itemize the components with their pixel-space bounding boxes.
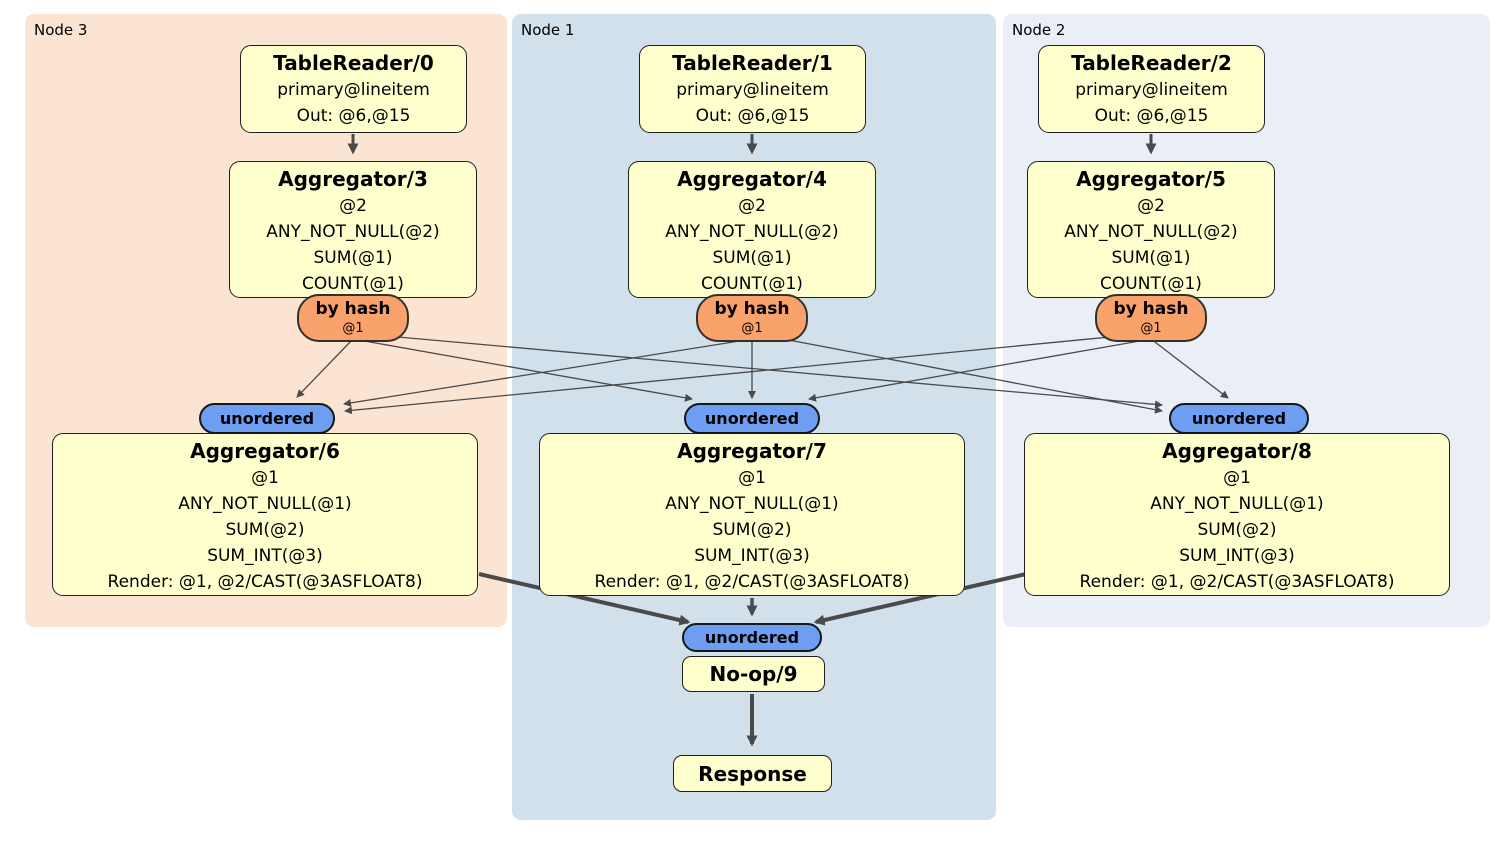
processor-title: Aggregator/6 bbox=[190, 439, 340, 463]
processor-detail-line: COUNT(@1) bbox=[1100, 274, 1202, 294]
router-label: by hash bbox=[315, 299, 391, 319]
processor-detail-line: Out: @6,@15 bbox=[695, 106, 810, 126]
processor-detail-line: @2 bbox=[738, 196, 766, 216]
processor-title: Aggregator/4 bbox=[677, 167, 827, 191]
processor-detail-line: SUM(@1) bbox=[313, 248, 393, 268]
node-label: Node 3 bbox=[34, 21, 88, 39]
processor-title: Aggregator/5 bbox=[1076, 167, 1226, 191]
processor-title: Aggregator/8 bbox=[1162, 439, 1312, 463]
processor-detail-line: SUM(@2) bbox=[225, 520, 305, 540]
aggregator-4: Aggregator/4 @2 ANY_NOT_NULL(@2) SUM(@1)… bbox=[628, 161, 876, 298]
aggregator-6: Aggregator/6 @1 ANY_NOT_NULL(@1) SUM(@2)… bbox=[52, 433, 478, 596]
table-reader-1: TableReader/1 primary@lineitem Out: @6,@… bbox=[639, 45, 866, 133]
unordered-stream-2: unordered bbox=[1169, 403, 1309, 434]
processor-detail-line: SUM(@1) bbox=[712, 248, 792, 268]
hash-router-0: by hash @1 bbox=[297, 294, 409, 342]
processor-detail-line: SUM(@1) bbox=[1111, 248, 1191, 268]
aggregator-5: Aggregator/5 @2 ANY_NOT_NULL(@2) SUM(@1)… bbox=[1027, 161, 1275, 298]
processor-detail-line: ANY_NOT_NULL(@2) bbox=[266, 222, 440, 242]
processor-detail-line: primary@lineitem bbox=[676, 80, 829, 100]
processor-detail-line: SUM_INT(@3) bbox=[694, 546, 810, 566]
processor-detail-line: ANY_NOT_NULL(@1) bbox=[178, 494, 352, 514]
reader-to-aggregator-edges bbox=[347, 134, 1157, 155]
processor-detail-line: Render: @1, @2/CAST(@3ASFLOAT8) bbox=[107, 572, 423, 592]
aggregator-7: Aggregator/7 @1 ANY_NOT_NULL(@1) SUM(@2)… bbox=[539, 433, 965, 596]
processor-detail-line: ANY_NOT_NULL(@1) bbox=[665, 494, 839, 514]
processor-detail-line: SUM(@2) bbox=[712, 520, 792, 540]
router-detail: @1 bbox=[342, 321, 364, 336]
node-label: Node 1 bbox=[521, 21, 575, 39]
processor-detail-line: primary@lineitem bbox=[1075, 80, 1228, 100]
aggregator-8: Aggregator/8 @1 ANY_NOT_NULL(@1) SUM(@2)… bbox=[1024, 433, 1450, 596]
processor-detail-line: @1 bbox=[738, 468, 766, 488]
router-detail: @1 bbox=[1140, 321, 1162, 336]
processor-detail-line: COUNT(@1) bbox=[701, 274, 803, 294]
processor-detail-line: Render: @1, @2/CAST(@3ASFLOAT8) bbox=[594, 572, 910, 592]
processor-title: TableReader/1 bbox=[672, 51, 833, 75]
hash-mesh-edges bbox=[296, 332, 1229, 415]
router-detail: @1 bbox=[741, 321, 763, 336]
processor-detail-line: SUM_INT(@3) bbox=[207, 546, 323, 566]
processor-title: Aggregator/7 bbox=[677, 439, 827, 463]
merge-edges bbox=[478, 572, 1027, 626]
processor-detail-line: Render: @1, @2/CAST(@3ASFLOAT8) bbox=[1079, 572, 1395, 592]
processor-detail-line: SUM(@2) bbox=[1197, 520, 1277, 540]
processor-detail-line: ANY_NOT_NULL(@2) bbox=[1064, 222, 1238, 242]
processor-detail-line: Out: @6,@15 bbox=[296, 106, 411, 126]
hash-router-1: by hash @1 bbox=[696, 294, 808, 342]
processor-detail-line: @2 bbox=[1137, 196, 1165, 216]
processor-detail-line: @1 bbox=[1223, 468, 1251, 488]
processor-detail-line: ANY_NOT_NULL(@2) bbox=[665, 222, 839, 242]
processor-detail-line: primary@lineitem bbox=[277, 80, 430, 100]
table-reader-2: TableReader/2 primary@lineitem Out: @6,@… bbox=[1038, 45, 1265, 133]
unordered-stream-1: unordered bbox=[684, 403, 820, 434]
processor-title: Aggregator/3 bbox=[278, 167, 428, 191]
processor-title: TableReader/2 bbox=[1071, 51, 1232, 75]
response-box: Response bbox=[673, 755, 832, 792]
hash-router-2: by hash @1 bbox=[1095, 294, 1207, 342]
unordered-stream-0: unordered bbox=[199, 403, 335, 434]
noop-box: No-op/9 bbox=[682, 656, 825, 692]
processor-title: TableReader/0 bbox=[273, 51, 434, 75]
processor-detail-line: @2 bbox=[339, 196, 367, 216]
router-label: by hash bbox=[714, 299, 790, 319]
processor-detail-line: ANY_NOT_NULL(@1) bbox=[1150, 494, 1324, 514]
processor-detail-line: @1 bbox=[251, 468, 279, 488]
processor-detail-line: SUM_INT(@3) bbox=[1179, 546, 1295, 566]
processor-detail-line: COUNT(@1) bbox=[302, 274, 404, 294]
processor-detail-line: Out: @6,@15 bbox=[1094, 106, 1209, 126]
router-label: by hash bbox=[1113, 299, 1189, 319]
node-label: Node 2 bbox=[1012, 21, 1066, 39]
unordered-merge-stream: unordered bbox=[682, 623, 822, 652]
table-reader-0: TableReader/0 primary@lineitem Out: @6,@… bbox=[240, 45, 467, 133]
aggregator-3: Aggregator/3 @2 ANY_NOT_NULL(@2) SUM(@1)… bbox=[229, 161, 477, 298]
